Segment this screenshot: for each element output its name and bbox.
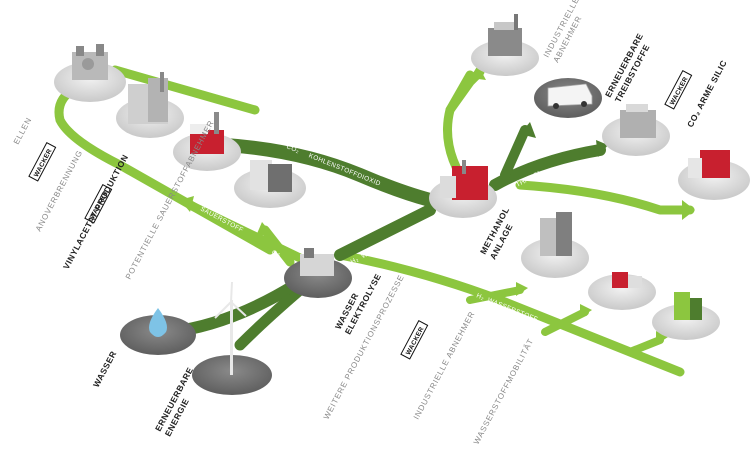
left-label-partial: ELLEN [12,116,34,146]
disc-industrial-2 [116,72,184,138]
arrow-to-fuels [520,122,536,138]
arrow-oxygen-up [256,222,272,236]
disc-water [120,308,196,355]
flow-o2: O₂ [272,250,280,257]
label-ellen: ELLEN [12,116,34,146]
arrow-to-red-factory [682,200,695,220]
node-label-methanol: METHANOL ANLAGE [478,205,515,261]
label-co2-arme: CO₂ ARME SILIC [685,58,729,129]
flow-oxygen-word: SAUERSTOFF [199,206,244,235]
label-potential: POTENTIELLE SAUERSTOFFABNEHMER [124,119,216,281]
brand-box-3 [664,70,693,110]
brand-badge-4: WACKER [400,320,429,360]
label-mobility: WASSERSTOFFMOBILITÄT [472,337,536,446]
node-label-water: WASSER [91,349,119,389]
water-drop-icon [149,308,167,337]
brand-box-4 [400,320,429,360]
node-label-industrial-top: INDUSTRIELLE ABNEHMER [542,0,584,64]
disc-industrial-top [471,14,539,76]
brand-box-1 [28,142,57,182]
disc-methanol-center [429,160,497,218]
disc-industrial-left [54,44,126,102]
arrow-to-mobility [656,331,668,345]
bottom-label-mobility: WASSERSTOFFMOBILITÄT [472,337,536,446]
disc-methanol-anlage [521,212,589,278]
brand-badge-1: WACKER [28,142,57,182]
brand-badge-3: WACKER [664,70,693,110]
disc-electrolysis [284,248,352,298]
arrow-to-industrial-bottom [580,304,592,318]
left-label-potential: POTENTIELLE SAUERSTOFFABNEHMER [124,119,216,281]
disc-red-right [678,150,750,200]
disc-fuels [534,78,602,118]
disc-red-factory [173,112,241,171]
disc-co2-arme [602,104,670,156]
flow-co2-symbol: CO₂ [285,143,300,155]
flow-h2-symbol: H₂ [350,256,360,266]
arrow-oxygen-left [180,196,194,212]
flow-co2-word: KOHLENSTOFFDIOXID [308,152,382,187]
node-label-fuels: ERNEUERBARE TREIBSTOFFE [603,31,652,104]
flow-oxygen: SAUERSTOFF [199,206,244,235]
arrow-to-methanol-anlage [516,282,528,296]
node-label-co2-arme: CO₂ ARME SILIC [685,58,729,129]
disc-industrial-bottom [588,272,656,310]
label-water: WASSER [91,349,119,389]
brand-box-2 [84,184,113,224]
disc-building-grey [234,160,306,208]
disc-mobility [652,292,720,340]
arrow-to-industrial-top [470,65,486,80]
disc-energy [192,281,272,395]
flow-bands-light [54,65,695,377]
wind-turbine-icon [230,300,233,375]
flow-h2b-symbol: H₂ [475,292,485,302]
arrow-to-co2-arme [596,140,608,157]
